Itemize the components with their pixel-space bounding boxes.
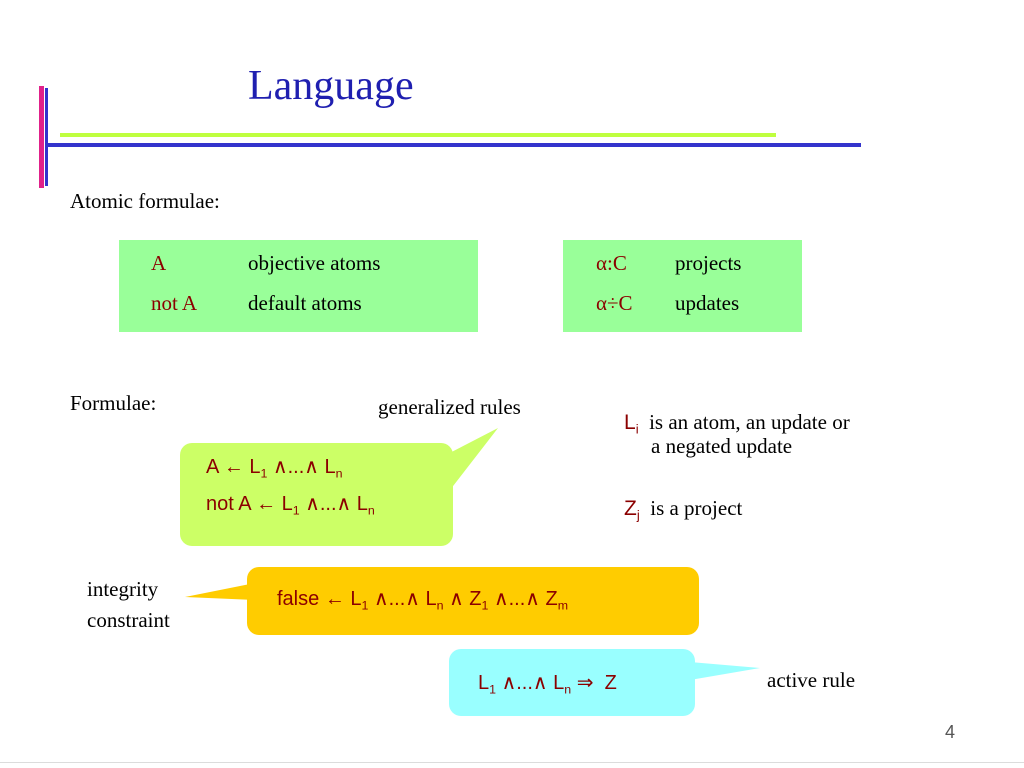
rule-default: not A ← L1 ∧...∧ Ln xyxy=(206,493,375,518)
integrity-formula: false ← L1 ∧...∧ Ln ∧ Z1 ∧...∧ Zm xyxy=(277,588,569,613)
rule-objective: A ← L1 ∧...∧ Ln xyxy=(206,456,343,481)
atoms-table: A objective atoms not A default atoms xyxy=(119,240,478,332)
integrity-constraint-box: false ← L1 ∧...∧ Ln ∧ Z1 ∧...∧ Zm xyxy=(247,567,699,635)
active-rule-box: L1 ∧...∧ Ln ⇒ Z xyxy=(449,649,695,716)
title-underline-blue xyxy=(45,143,861,147)
atom-description: objective atoms xyxy=(248,251,381,275)
zj-description: Zj is a project xyxy=(624,496,743,523)
projects-updates-table: α:C projects α÷C updates xyxy=(563,240,802,332)
atom-symbol: A xyxy=(151,251,167,275)
integrity-callout-pointer xyxy=(185,583,255,600)
active-rule-formula: L1 ∧...∧ Ln ⇒ Z xyxy=(478,672,617,697)
footer-divider xyxy=(0,762,1024,763)
active-callout-pointer xyxy=(690,662,760,680)
active-rule-label: active rule xyxy=(767,668,856,692)
generalized-rules-label: generalized rules xyxy=(378,395,521,419)
atomic-heading: Atomic formulae: xyxy=(70,189,220,213)
integrity-label-line2: constraint xyxy=(87,608,170,632)
title-accent-bar-blue xyxy=(45,88,48,186)
atom-description: default atoms xyxy=(248,291,362,315)
project-description: projects xyxy=(675,251,742,275)
atom-symbol: not A xyxy=(151,291,198,315)
title-accent-bar-pink xyxy=(39,86,44,188)
update-symbol: α÷C xyxy=(596,291,633,315)
li-description-line2: a negated update xyxy=(651,434,793,458)
page-number: 4 xyxy=(945,722,956,742)
slide-title: Language xyxy=(248,63,414,109)
update-description: updates xyxy=(675,291,740,315)
generalized-rules-box: A ← L1 ∧...∧ Ln not A ← L1 ∧...∧ Ln xyxy=(180,443,453,546)
title-underline-green xyxy=(60,133,776,137)
project-symbol: α:C xyxy=(596,251,627,275)
integrity-label-line1: integrity xyxy=(87,577,159,601)
li-description: Li is an atom, an update or xyxy=(624,410,850,437)
formulae-heading: Formulae: xyxy=(70,391,157,415)
rules-callout-pointer xyxy=(440,428,498,490)
